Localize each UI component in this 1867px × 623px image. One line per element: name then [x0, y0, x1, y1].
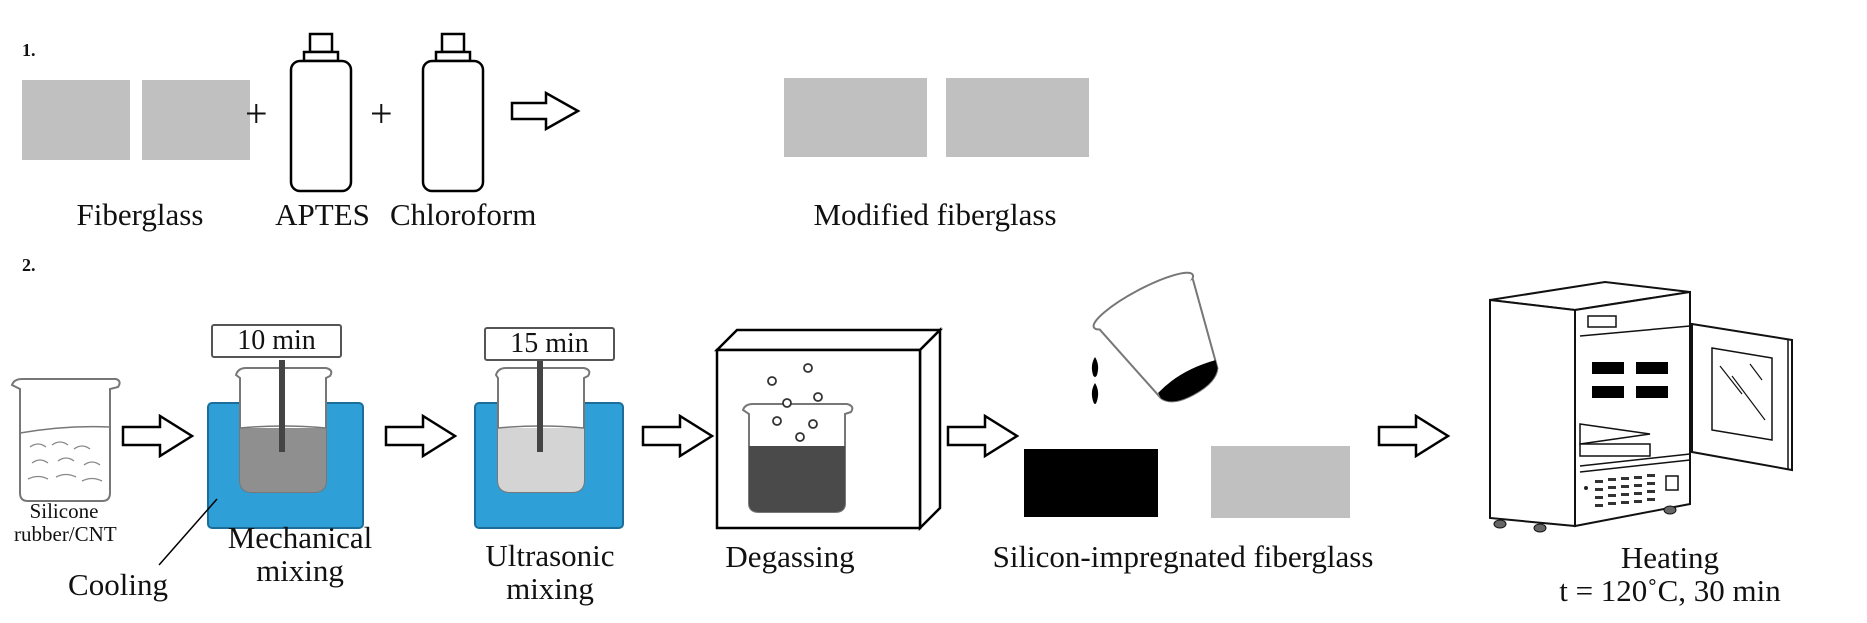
- cooling-pointer-line: [158, 498, 218, 566]
- mechanical-label-line1: Mechanical: [227, 520, 373, 555]
- step-2-number: 2.: [22, 255, 36, 275]
- mechanical-label-line2: mixing: [256, 552, 344, 588]
- impregnated-fiberglass-sheet: [1024, 449, 1158, 517]
- ultrasonic-label-line2: mixing: [506, 570, 594, 606]
- plus-sign: +: [245, 91, 268, 136]
- silicone-label: Silicone rubber/CNT: [14, 499, 117, 547]
- plus-sign: +: [370, 91, 393, 136]
- mechanical-timer-label: 10 min: [211, 324, 342, 358]
- fiberglass-sheet: [142, 80, 250, 160]
- aptes-label: APTES: [275, 197, 370, 232]
- modified-fiberglass-label: Modified fiberglass: [813, 197, 1057, 232]
- heating-label-line1: Heating: [1620, 540, 1720, 575]
- ultrasonic-timer-label: 15 min: [484, 327, 615, 361]
- modified-fiberglass-sheet: [946, 78, 1089, 157]
- aptes-bottle-icon: [289, 32, 353, 193]
- ultrasonic-label-line1: Ultrasonic: [485, 538, 615, 573]
- chloroform-label: Chloroform: [390, 197, 537, 232]
- fiberglass-sheet: [22, 80, 130, 160]
- chloroform-bottle-icon: [421, 32, 485, 193]
- drops-icon: [1091, 357, 1099, 404]
- cooling-label: Cooling: [68, 567, 168, 602]
- silicone-beaker-icon: [10, 378, 121, 502]
- impregnated-fiberglass-label: Silicon-impregnated fiberglass: [992, 539, 1374, 574]
- degassing-chamber-icon: [713, 326, 944, 532]
- arrow-right-icon: [946, 413, 1020, 459]
- arrow-right-icon: [1377, 413, 1451, 459]
- heating-conditions: t = 120˚C, 30 min: [1559, 572, 1781, 608]
- modified-fiberglass-sheet: [784, 78, 927, 157]
- degassing-label: Degassing: [725, 539, 855, 574]
- plain-fiberglass-sheet: [1211, 446, 1350, 518]
- silicone-label-line1: Silicone: [29, 499, 99, 523]
- step-1-number: 1.: [22, 40, 36, 60]
- pouring-beaker-icon: [1092, 271, 1219, 403]
- heating-label: Heating t = 120˚C, 30 min: [1540, 540, 1800, 608]
- ultrasonic-mixing-label: Ultrasonic mixing: [470, 538, 630, 606]
- ultrasonic-mixing-bath-icon: [474, 360, 624, 529]
- oven-icon: [1489, 280, 1793, 533]
- arrow-right-icon: [121, 413, 195, 459]
- silicone-label-line2: rubber/CNT: [14, 522, 117, 547]
- arrow-right-icon: [641, 413, 715, 459]
- mechanical-mixing-bath-icon: [207, 360, 364, 529]
- arrow-right-icon: [510, 90, 581, 132]
- fiberglass-label: Fiberglass: [76, 197, 204, 232]
- mechanical-mixing-label: Mechanical mixing: [205, 520, 395, 588]
- arrow-right-icon: [384, 413, 458, 459]
